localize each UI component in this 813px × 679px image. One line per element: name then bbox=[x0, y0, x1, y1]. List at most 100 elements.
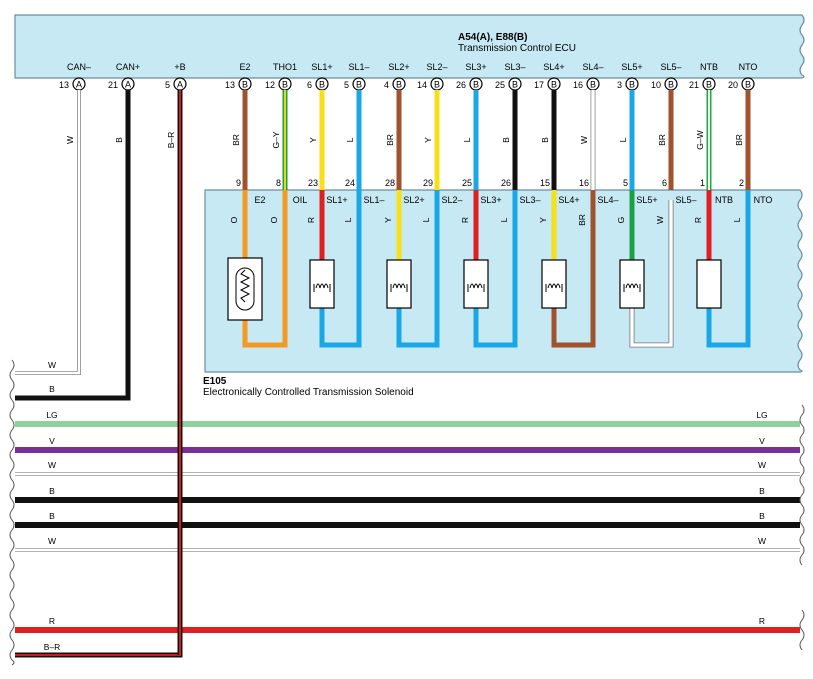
wire-color-label: Y bbox=[308, 137, 318, 143]
ecu-pin-number: 14 bbox=[417, 80, 427, 90]
ecu-pin-number: 6 bbox=[307, 80, 312, 90]
ecu-pin-label: SL1+ bbox=[311, 62, 332, 72]
right-break-edge-lower bbox=[799, 609, 805, 651]
wire-color-label: L bbox=[345, 137, 355, 142]
ecu-pin-label: SL5– bbox=[660, 62, 681, 72]
connector-letter: B bbox=[668, 80, 674, 90]
ecu-pin-label: SL3– bbox=[504, 62, 525, 72]
solenoid-wire-color: L bbox=[343, 217, 353, 222]
bus-wire-label: B bbox=[759, 511, 765, 521]
ecu-pin-label: NTO bbox=[739, 62, 758, 72]
ecu-pin-number: 26 bbox=[456, 80, 466, 90]
connector-letter: B bbox=[706, 80, 712, 90]
wire-color-label: B bbox=[501, 137, 511, 143]
solenoid-pin-number: 26 bbox=[501, 178, 511, 188]
can-plus-wire bbox=[15, 90, 131, 401]
solenoid-name: E105 bbox=[203, 376, 227, 387]
ecu-name: A54(A), E88(B) bbox=[458, 32, 527, 43]
ecu-pin-label: E2 bbox=[239, 62, 250, 72]
bus-wire-label: LG bbox=[756, 410, 767, 420]
ecu-pin-label: CAN+ bbox=[116, 62, 140, 72]
connector-letter: A bbox=[76, 80, 82, 90]
connector-letter: B bbox=[282, 80, 288, 90]
solenoid-loop bbox=[551, 190, 596, 348]
ecu-pin-label: +B bbox=[174, 62, 185, 72]
ecu-pin-number: 12 bbox=[265, 80, 275, 90]
solenoid-wire-color: R bbox=[306, 217, 316, 223]
speed-sensor-body bbox=[696, 259, 722, 309]
solenoid-pin-label: NTO bbox=[754, 195, 773, 205]
solenoid-pin-number: 16 bbox=[579, 178, 589, 188]
solenoid-coil-symbol bbox=[392, 283, 406, 289]
solenoid-pin-number: 1 bbox=[700, 178, 705, 188]
solenoid-wire-color: Y bbox=[538, 217, 548, 223]
ecu-pin-number: 5 bbox=[165, 80, 170, 90]
solenoid-pin-label: SL4+ bbox=[558, 195, 579, 205]
ecu-pin-label: SL4+ bbox=[543, 62, 564, 72]
connector-letter: B bbox=[512, 80, 518, 90]
wire-color-label: BR bbox=[385, 134, 395, 146]
connector-letter: B bbox=[434, 80, 440, 90]
wire-color-label: B bbox=[540, 137, 550, 143]
solenoid-pin-number: 23 bbox=[308, 178, 318, 188]
solenoid-coil-symbol bbox=[547, 283, 561, 289]
solenoid-desc: Electronically Controlled Transmission S… bbox=[203, 387, 414, 398]
solenoid-box bbox=[204, 189, 803, 373]
solenoid-coil-symbol bbox=[469, 283, 483, 289]
bus-wire-label: W bbox=[758, 536, 766, 546]
solenoid-pin-number: 29 bbox=[423, 178, 433, 188]
solenoid-wire-color: O bbox=[269, 216, 279, 223]
solenoid-coil-symbol bbox=[625, 283, 639, 289]
solenoid-pin-label: SL3+ bbox=[480, 195, 501, 205]
wire-color-label: BR bbox=[231, 134, 241, 146]
solenoid-wire-color: R bbox=[460, 217, 470, 223]
solenoid-pin-label: SL5– bbox=[675, 195, 696, 205]
bus-wire-label: W bbox=[48, 536, 56, 546]
ecu-pin-label: NTB bbox=[700, 62, 718, 72]
wire-color-label: G–Y bbox=[271, 131, 281, 148]
ecu-pin-label: SL2+ bbox=[388, 62, 409, 72]
solenoid-wire-color: R bbox=[693, 217, 703, 223]
bus-wire-label: W bbox=[48, 360, 56, 370]
thermistor-zigzag bbox=[239, 269, 251, 303]
solenoid-pin-label: OIL bbox=[293, 195, 308, 205]
ecu-pin-label: THO1 bbox=[273, 62, 297, 72]
right-break-edge bbox=[799, 404, 805, 566]
wire-color-label: L bbox=[618, 137, 628, 142]
connector-letter: B bbox=[242, 80, 248, 90]
ecu-pin-label: SL5+ bbox=[621, 62, 642, 72]
ecu-pin-number: 13 bbox=[59, 80, 69, 90]
solenoid-pin-label: SL5+ bbox=[636, 195, 657, 205]
connector-letter: B bbox=[590, 80, 596, 90]
ecu-pin-number: 13 bbox=[225, 80, 235, 90]
bus-wire-label: V bbox=[49, 436, 55, 446]
solenoid-wire-color: BR bbox=[577, 214, 587, 226]
connector-letter: B bbox=[629, 80, 635, 90]
connector-letter: B bbox=[356, 80, 362, 90]
connector-letter: A bbox=[177, 80, 183, 90]
solenoid-pin-label: SL2– bbox=[441, 195, 462, 205]
solenoid-wire-color: G bbox=[616, 217, 626, 224]
left-break-edge bbox=[9, 359, 15, 666]
wire-color-label: BR bbox=[734, 134, 744, 146]
wire-color-label: W bbox=[579, 136, 589, 144]
ecu-pin-number: 4 bbox=[384, 80, 389, 90]
ecu-pin-number: 25 bbox=[495, 80, 505, 90]
solenoid-pin-label: SL1– bbox=[363, 195, 384, 205]
ecu-pin-label: SL3+ bbox=[465, 62, 486, 72]
ecu-desc: Transmission Control ECU bbox=[458, 43, 576, 54]
ecu-pin-number: 16 bbox=[573, 80, 583, 90]
bus-wire-label: B bbox=[49, 384, 55, 394]
bus-wire-label: LG bbox=[46, 410, 57, 420]
bus-wire-label: R bbox=[759, 616, 765, 626]
ecu-pin-number: 3 bbox=[617, 80, 622, 90]
wire-color-label: BR bbox=[657, 134, 667, 146]
solenoid-loop bbox=[473, 190, 518, 348]
ecu-pin-number: 21 bbox=[689, 80, 699, 90]
wire-color-label: Y bbox=[423, 137, 433, 143]
ecu-pin-number: 5 bbox=[344, 80, 349, 90]
bus-wire-label: B–R bbox=[44, 642, 61, 652]
ecu-pin-number: 20 bbox=[728, 80, 738, 90]
solenoid-pin-label: NTB bbox=[715, 195, 733, 205]
